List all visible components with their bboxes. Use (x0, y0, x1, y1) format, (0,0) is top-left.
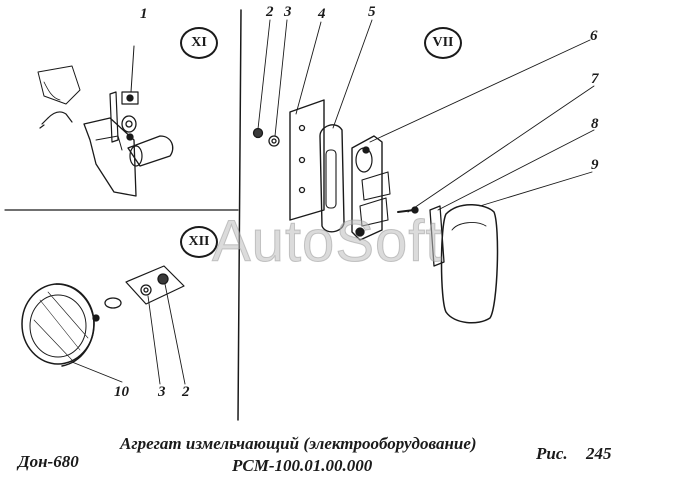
callout-3-view-xii: 3 (158, 384, 166, 400)
callout-3: 3 (284, 4, 292, 20)
view-xi-assembly (37, 45, 174, 197)
caption-title: Агрегат измельчающий (электрооборудовани… (120, 434, 477, 453)
callout-2-view-xii: 2 (182, 384, 190, 400)
callout-10: 10 (114, 384, 129, 400)
caption-code: РСМ-100.01.00.000 (232, 456, 373, 475)
view-vii-assembly (252, 99, 499, 324)
callout-4: 4 (318, 6, 326, 22)
view-label-xi: XI (180, 27, 218, 59)
view-label-vii: VII (424, 27, 462, 59)
callout-1: 1 (140, 6, 148, 22)
callout-9: 9 (591, 157, 599, 173)
caption-fig-label: Рис. (536, 444, 568, 463)
callout-5: 5 (368, 4, 376, 20)
callout-8: 8 (591, 116, 599, 132)
leader-lines (71, 19, 595, 385)
divider-vertical (237, 9, 242, 421)
callout-2: 2 (266, 4, 274, 20)
view-xii-assembly (21, 265, 185, 367)
callout-6: 6 (590, 28, 598, 44)
caption-fig-number: 245 (586, 444, 612, 463)
view-label-xii: XII (180, 226, 218, 258)
watermark: AutoSoft (211, 209, 443, 275)
callout-7: 7 (591, 71, 599, 87)
caption-machine: Дон-680 (18, 452, 79, 471)
